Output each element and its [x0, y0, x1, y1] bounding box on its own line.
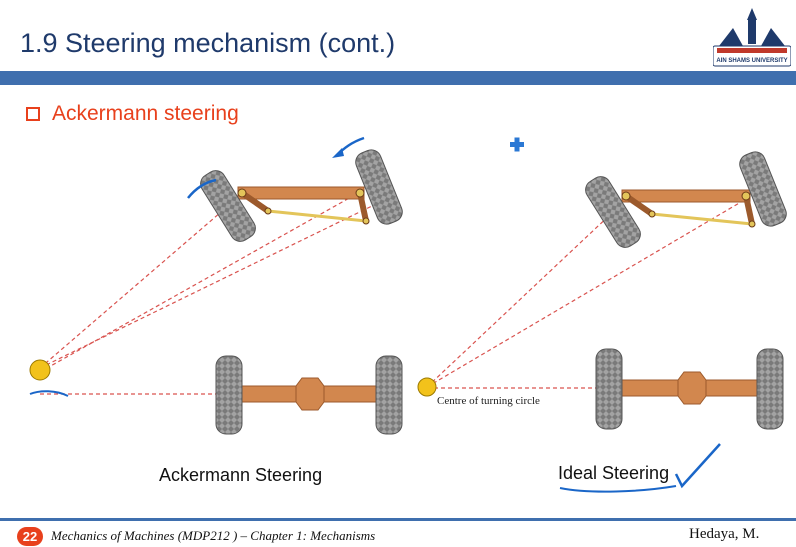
front-right-wheel — [739, 151, 787, 227]
ackermann-figure — [29, 136, 403, 435]
title-accent-bar — [0, 71, 796, 85]
rear-left-wheel — [595, 348, 623, 430]
kingpin-right — [741, 191, 751, 201]
front-left-wheel — [200, 170, 256, 242]
check-annotation-icon — [674, 443, 721, 489]
slide-title: 1.9 Steering mechanism (cont.) — [20, 28, 396, 58]
rear-left-wheel — [215, 355, 243, 435]
kingpin-left — [237, 188, 247, 198]
dashed-line — [39, 191, 361, 373]
turning-centre — [417, 377, 437, 397]
front-left-wheel — [585, 176, 641, 248]
right-steering-arm — [357, 192, 369, 222]
left-steering-arm — [624, 193, 654, 217]
bullet-box-icon — [26, 107, 40, 121]
kingpin-right — [355, 188, 365, 198]
turning-circle-label: Centre of turning circle — [437, 395, 540, 407]
left-steering-arm — [240, 190, 270, 214]
front-axle-beam — [237, 186, 365, 200]
dashed-line — [39, 205, 373, 369]
annotation-underline — [559, 485, 677, 493]
rear-right-wheel — [375, 355, 403, 435]
right-steering-arm — [743, 195, 755, 225]
university-logo: AIN SHAMS UNIVERSITY — [713, 8, 791, 67]
turning-centre — [29, 359, 51, 381]
footer-divider — [0, 518, 796, 521]
rear-right-wheel — [756, 348, 784, 430]
annotation-arrowhead — [332, 148, 344, 158]
dashed-line — [39, 205, 229, 369]
joint — [362, 217, 370, 225]
plus-icon — [510, 137, 524, 152]
joint — [264, 207, 272, 215]
dashed-line — [426, 188, 764, 388]
tie-rod — [651, 212, 753, 226]
joint — [648, 210, 656, 218]
ideal-figure: Centre of turning circle — [417, 151, 787, 493]
author-name: Hedaya, M. — [689, 526, 760, 542]
kingpin-left — [621, 191, 631, 201]
differential — [295, 377, 325, 411]
annotation-underline — [29, 390, 69, 397]
tie-rod — [267, 209, 367, 223]
annotation-arc — [187, 178, 217, 199]
logo-text: AIN SHAMS UNIVERSITY — [716, 58, 787, 64]
course-footer: Mechanics of Machines (MDP212 ) – Chapte… — [51, 528, 376, 543]
front-axle-beam — [621, 189, 751, 203]
bullet-ackermann: Ackermann steering — [26, 102, 239, 126]
differential — [677, 371, 707, 405]
front-right-wheel — [355, 149, 403, 225]
caption-ackermann: Ackermann Steering — [159, 465, 323, 485]
page-number-badge: 22 — [17, 527, 43, 546]
dashed-line — [426, 211, 614, 388]
caption-ideal: Ideal Steering — [558, 463, 670, 483]
bullet-text: Ackermann steering — [52, 102, 239, 125]
joint — [748, 220, 756, 228]
